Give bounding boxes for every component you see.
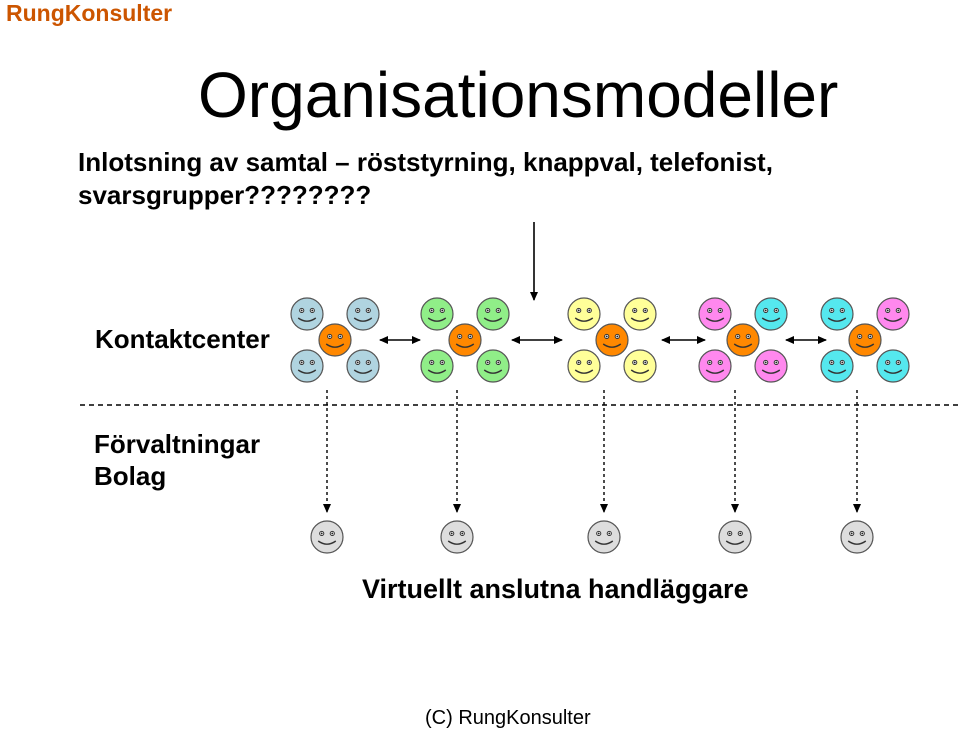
group-1-face-top-right bbox=[346, 297, 380, 331]
group-1-face-bottom-left bbox=[290, 349, 324, 383]
group-2-face-bottom-right bbox=[476, 349, 510, 383]
faces bbox=[290, 297, 910, 554]
label-departments: Förvaltningar Bolag bbox=[94, 428, 260, 492]
group-3-face-bottom-right bbox=[623, 349, 657, 383]
footer-copyright: (C) RungKonsulter bbox=[425, 707, 591, 729]
group-2-face-top-left bbox=[420, 297, 454, 331]
subtitle-line-1: Inlotsning av samtal – röststyrning, kna… bbox=[78, 147, 773, 177]
group-4-face-bottom-left bbox=[698, 349, 732, 383]
group-4-face-bottom-right bbox=[754, 349, 788, 383]
group-4-face-top-right bbox=[754, 297, 788, 331]
group-3-face-center bbox=[595, 323, 629, 357]
group-4-agent-face bbox=[718, 520, 752, 554]
group-3-agent-face bbox=[587, 520, 621, 554]
group-5-face-top-left bbox=[820, 297, 854, 331]
group-1-face-top-left bbox=[290, 297, 324, 331]
label-departments-line-1: Förvaltningar bbox=[94, 429, 261, 459]
group-5-face-bottom-left bbox=[820, 349, 854, 383]
group-5-face-top-right bbox=[876, 297, 910, 331]
group-2-face-center bbox=[448, 323, 482, 357]
page-subtitle: Inlotsning av samtal – röststyrning, kna… bbox=[78, 146, 838, 212]
group-3-face-bottom-left bbox=[567, 349, 601, 383]
group-1-agent-face bbox=[310, 520, 344, 554]
group-5-agent-face bbox=[840, 520, 874, 554]
group-3-face-top-left bbox=[567, 297, 601, 331]
group-5-face-center bbox=[848, 323, 882, 357]
arrows bbox=[323, 222, 861, 513]
page-title: Organisationsmodeller bbox=[198, 59, 839, 131]
group-1-face-center bbox=[318, 323, 352, 357]
group-1-face-bottom-right bbox=[346, 349, 380, 383]
brand-logo: RungKonsulter bbox=[6, 0, 173, 26]
group-2-face-top-right bbox=[476, 297, 510, 331]
group-2-face-bottom-left bbox=[420, 349, 454, 383]
group-4-face-top-left bbox=[698, 297, 732, 331]
group-4-face-center bbox=[726, 323, 760, 357]
label-virtual-agents: Virtuellt anslutna handläggare bbox=[362, 574, 749, 604]
group-2-agent-face bbox=[440, 520, 474, 554]
group-3-face-top-right bbox=[623, 297, 657, 331]
group-5-face-bottom-right bbox=[876, 349, 910, 383]
label-departments-line-2: Bolag bbox=[94, 461, 167, 491]
label-contact-center: Kontaktcenter bbox=[95, 324, 270, 354]
subtitle-line-2: svarsgrupper???????? bbox=[78, 180, 372, 210]
